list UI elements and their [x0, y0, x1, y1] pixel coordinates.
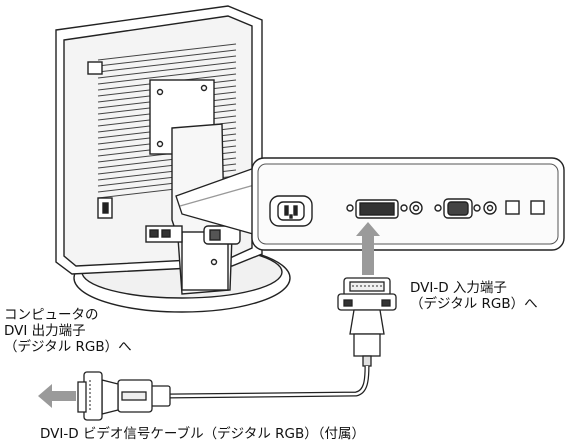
monitor-input-line1: DVI-D 入力端子: [410, 280, 507, 296]
dvi-plug-monitor-side: [337, 277, 397, 367]
monitor-rear: [55, 5, 291, 313]
computer-label-line1: コンピュータの: [4, 307, 99, 323]
cable-caption: DVI-D ビデオ信号ケーブル（デジタル RGB）（付属）: [40, 426, 365, 442]
dsub-input-port: [434, 198, 481, 219]
usb-port-1: [505, 200, 520, 215]
computer-label-line3: （デジタル RGB）へ: [4, 339, 132, 355]
arrow-to-computer: [38, 384, 76, 408]
insert-arrow-up: [356, 222, 380, 275]
computer-port-label: コンピュータの DVI 出力端子 （デジタル RGB）へ: [4, 307, 132, 355]
dvi-cable: [167, 365, 370, 399]
usb-port-2: [530, 200, 545, 215]
computer-label-line2: DVI 出力端子: [4, 323, 86, 339]
ac-inlet: [269, 195, 313, 227]
monitor-input-label: DVI-D 入力端子 （デジタル RGB）へ: [410, 280, 538, 312]
dvi-d-input-port: [346, 199, 408, 219]
connector-panel: [251, 157, 565, 251]
dvi-plug-computer-side: [77, 371, 171, 421]
monitor-input-line2: （デジタル RGB）へ: [410, 296, 538, 312]
